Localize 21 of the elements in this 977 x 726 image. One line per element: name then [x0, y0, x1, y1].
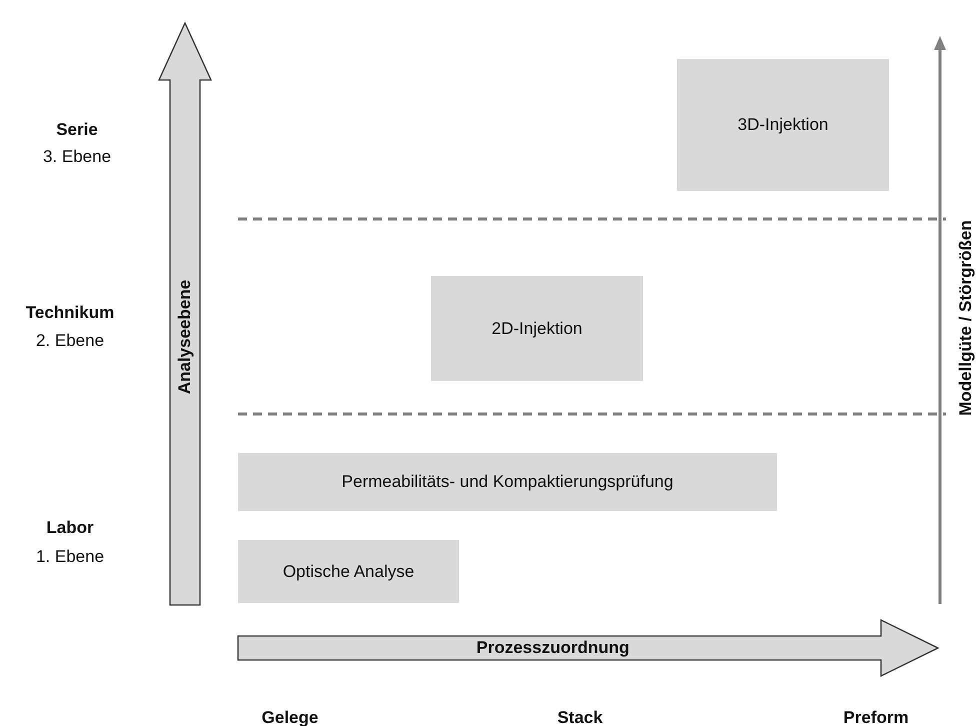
box-label: 3D-Injektion — [738, 115, 828, 135]
process-box — [677, 59, 889, 191]
axis-label: Modellgüte / Störgrößen — [956, 220, 976, 416]
box-label: Optische Analyse — [282, 562, 414, 582]
process-box — [431, 276, 643, 381]
level-label: Serie — [56, 120, 98, 140]
level-label: Stack — [557, 708, 603, 726]
level-label: 1. Ebene — [36, 547, 104, 567]
block-arrow — [158, 22, 212, 606]
level-label: Labor — [46, 518, 94, 538]
level-label: Preform — [843, 708, 909, 726]
level-label: Technikum — [26, 303, 114, 323]
process-box — [238, 540, 459, 603]
box-label: 2D-Injektion — [492, 318, 582, 338]
process-box — [238, 453, 777, 511]
arrow-label: Analyseebene — [175, 280, 195, 395]
level-label: 3. Ebene — [42, 147, 112, 167]
level-label: 2. Ebene — [36, 331, 104, 351]
box-label: Permeabilitäts- und Kompaktierungsprüfung — [342, 472, 674, 492]
arrow-label: Prozesszuordnung — [476, 638, 630, 658]
block-arrow — [237, 619, 939, 677]
